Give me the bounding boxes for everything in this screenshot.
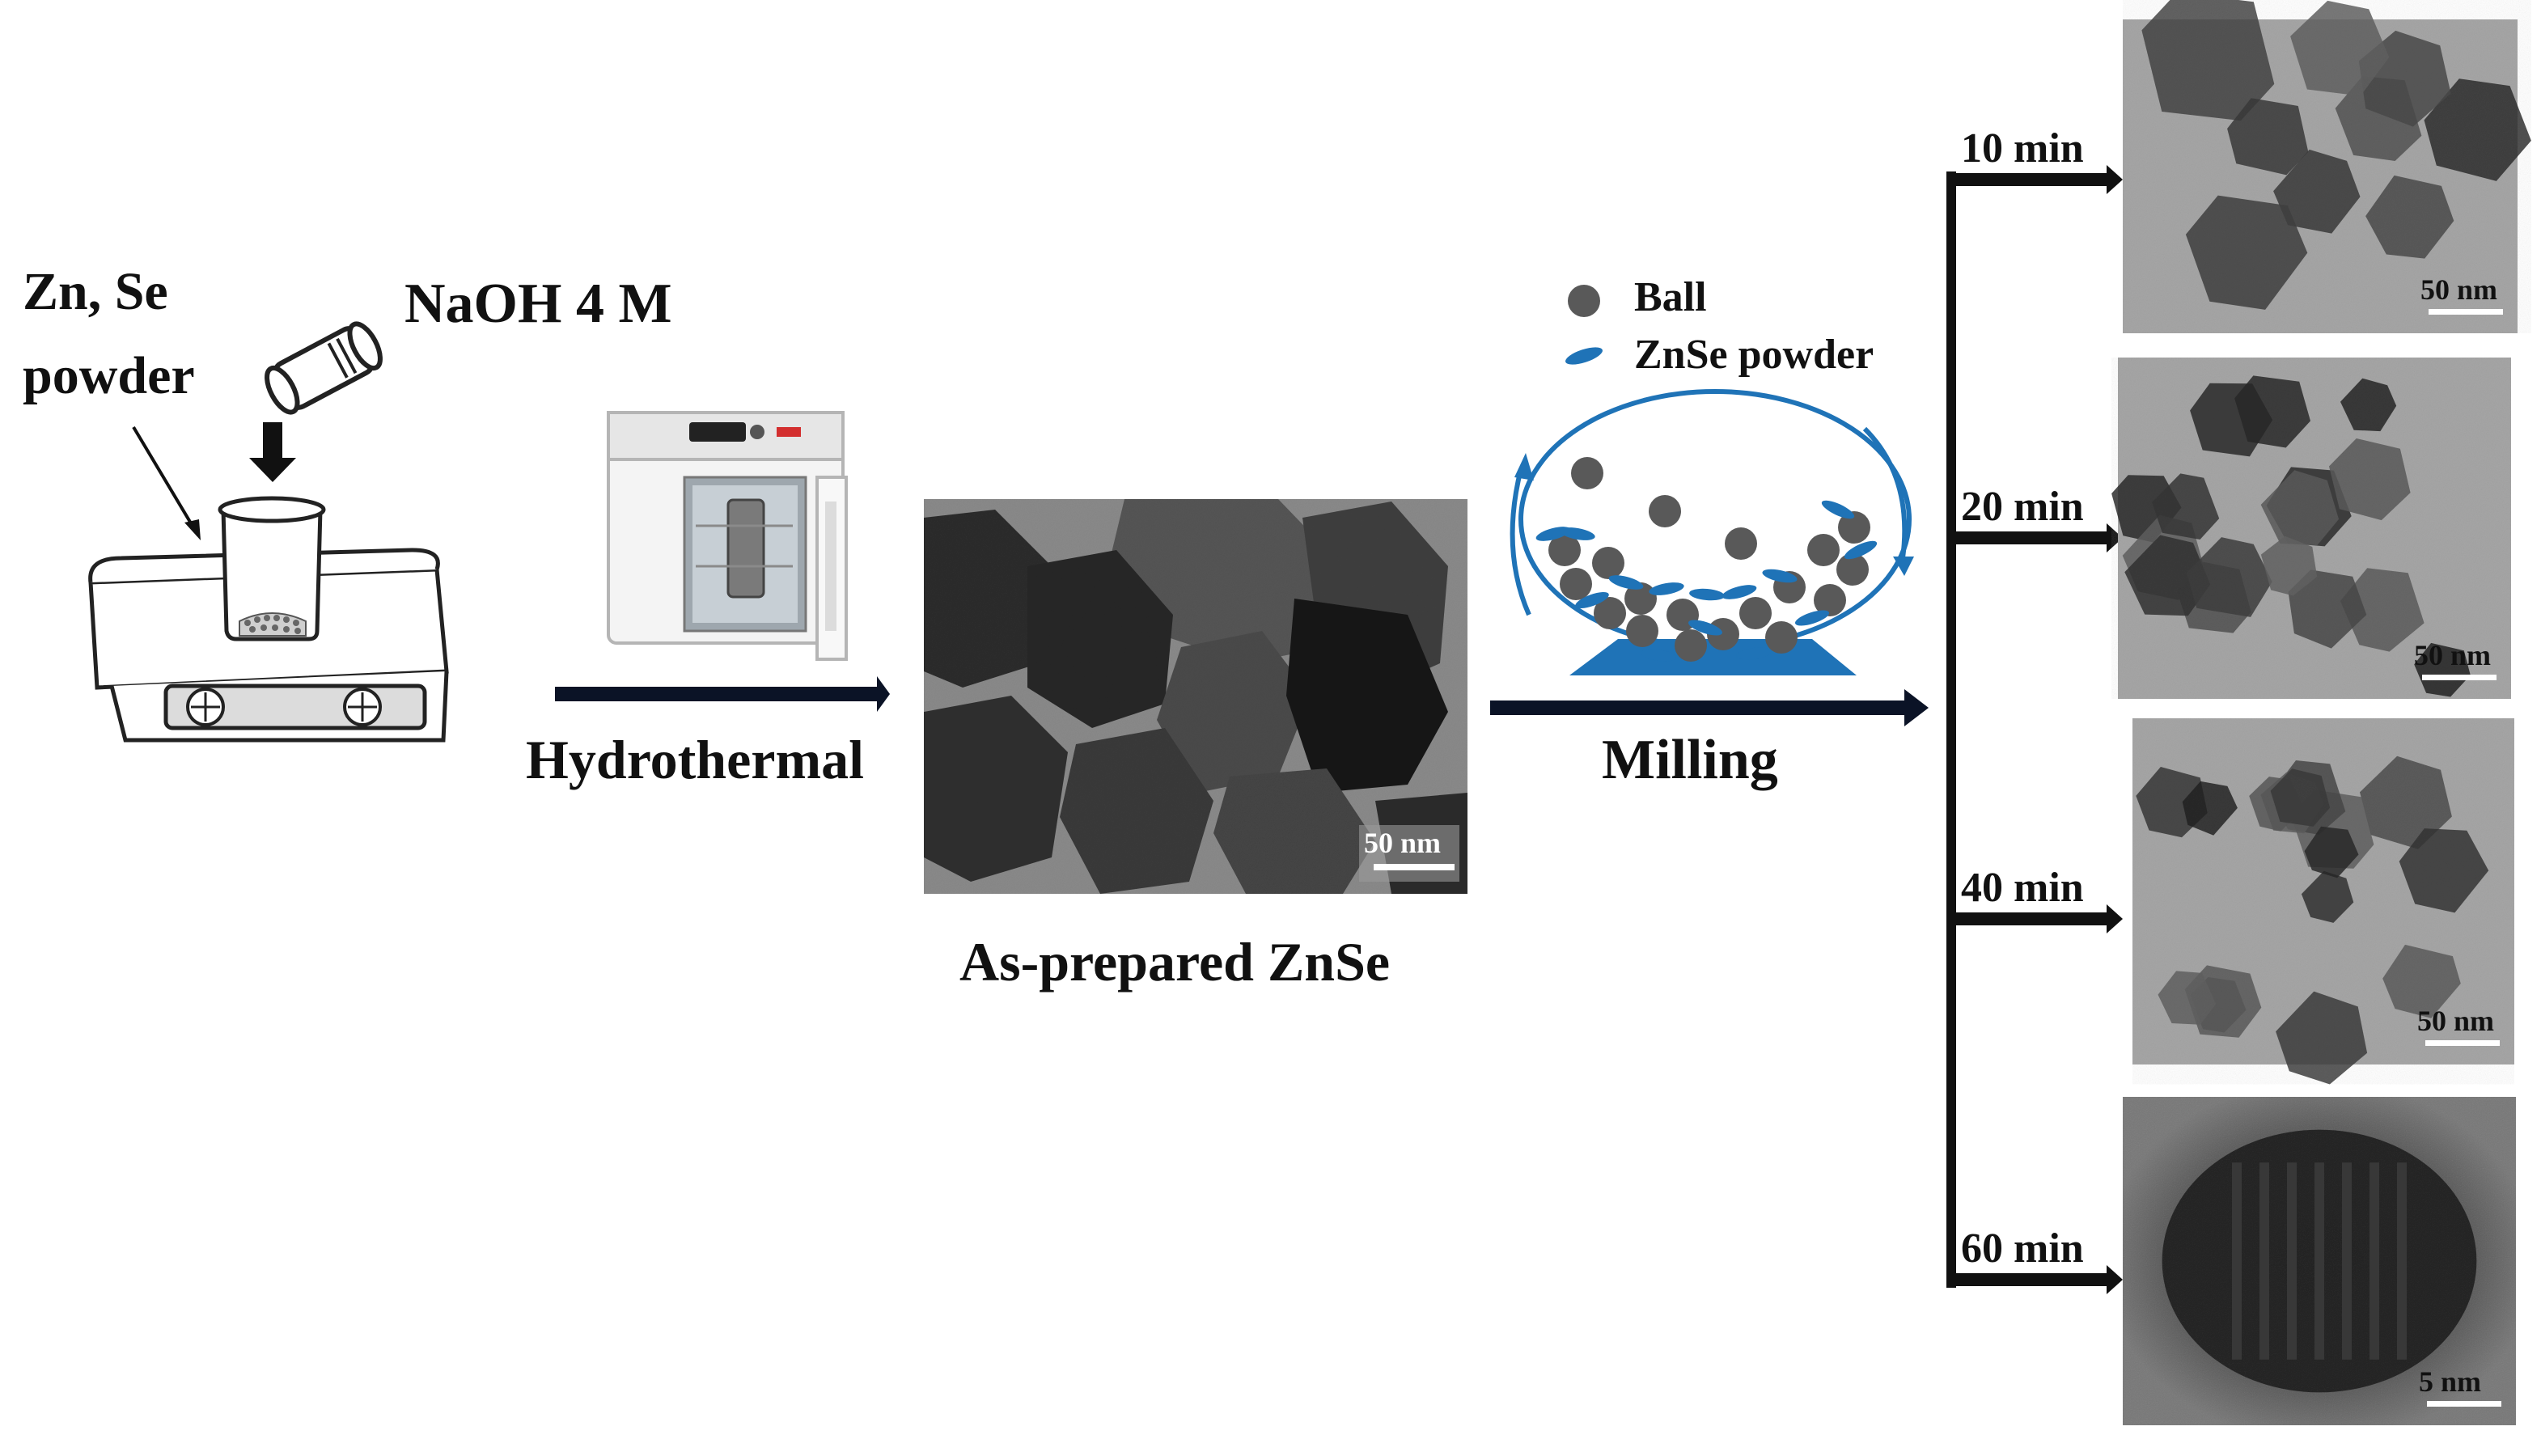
milling-arrow bbox=[1490, 689, 1929, 726]
as-prepared-scale-bar bbox=[1374, 864, 1455, 870]
branch-arrowhead bbox=[2107, 1265, 2123, 1294]
milling-time-label: 60 min bbox=[1961, 1225, 2084, 1272]
ball-legend-icon bbox=[1568, 285, 1600, 317]
branch-arrowhead bbox=[2107, 523, 2123, 552]
powder-legend-label: ZnSe powder bbox=[1634, 332, 1874, 378]
powder-legend-icon bbox=[1565, 347, 1603, 365]
tem-image-60-min: 5 nm bbox=[2123, 1097, 2516, 1425]
naoh-label: NaOH 4 M bbox=[404, 273, 672, 335]
branch-arrow-shaft bbox=[1956, 173, 2110, 186]
reagent-vial-icon bbox=[265, 321, 383, 415]
hot-plate-icon bbox=[88, 548, 449, 743]
scale-bar-label: 5 nm bbox=[2419, 1365, 2481, 1398]
milling-time-label: 20 min bbox=[1961, 484, 2084, 530]
milling-branch-10-min: 10 min 50 nm bbox=[1956, 0, 2531, 333]
scale-bar-label: 50 nm bbox=[2414, 639, 2491, 671]
branch-arrow-shaft bbox=[1956, 1273, 2110, 1286]
beaker-icon bbox=[218, 496, 326, 641]
as-prepared-tem-image: 50 nm bbox=[924, 499, 1467, 894]
tem-image-20-min: 50 nm bbox=[2111, 358, 2511, 699]
tem-image-10-min: 50 nm bbox=[2123, 0, 2531, 333]
tem-image-40-min: 50 nm bbox=[2132, 718, 2514, 1085]
scale-bar bbox=[2429, 309, 2503, 315]
milling-branch-20-min: 20 min 50 nm bbox=[1956, 358, 2511, 699]
scale-bar bbox=[2422, 675, 2497, 680]
milling-branch-40-min: 40 min 50 nm bbox=[1956, 718, 2514, 1085]
precursor-label-line2: powder bbox=[23, 346, 195, 405]
as-prepared-scale-label: 50 nm bbox=[1364, 827, 1441, 859]
branch-arrowhead bbox=[2107, 904, 2123, 933]
milling-time-branch-line bbox=[1946, 171, 1956, 1288]
scale-bar-label: 50 nm bbox=[2420, 273, 2497, 306]
precursor-label: Zn, Se powder bbox=[23, 262, 195, 405]
precursor-pointer-arrowhead bbox=[184, 519, 201, 540]
milling-branch-60-min: 60 min 5 nm bbox=[1956, 1097, 2516, 1425]
ball-legend-label: Ball bbox=[1634, 274, 1707, 320]
branch-arrow-shaft bbox=[1956, 912, 2110, 925]
precursor-label-line1: Zn, Se bbox=[23, 262, 168, 321]
milling-time-label: 10 min bbox=[1961, 125, 2084, 171]
scale-bar-label: 50 nm bbox=[2417, 1005, 2494, 1037]
branch-arrowhead bbox=[2107, 165, 2123, 194]
branch-arrow-shaft bbox=[1956, 531, 2110, 544]
pour-down-arrow-icon bbox=[249, 422, 296, 482]
hydrothermal-label: Hydrothermal bbox=[526, 729, 864, 790]
milling-time-branches: 10 min 50 nm 20 min 50 nm 40 min 50 nm 60 min 5… bbox=[1956, 0, 2531, 1425]
scale-bar bbox=[2425, 1040, 2500, 1046]
milling-time-label: 40 min bbox=[1961, 865, 2084, 911]
ball-mill-jar-icon bbox=[1510, 389, 1914, 675]
as-prepared-label: As-prepared ZnSe bbox=[959, 931, 1390, 993]
precursor-pointer-line bbox=[132, 425, 200, 537]
hydrothermal-oven-icon bbox=[607, 411, 848, 661]
hydrothermal-arrow bbox=[555, 676, 890, 712]
mill-legend: Ball ZnSe powder bbox=[1565, 274, 1874, 378]
scale-bar bbox=[2427, 1401, 2501, 1407]
milling-label: Milling bbox=[1602, 729, 1778, 791]
